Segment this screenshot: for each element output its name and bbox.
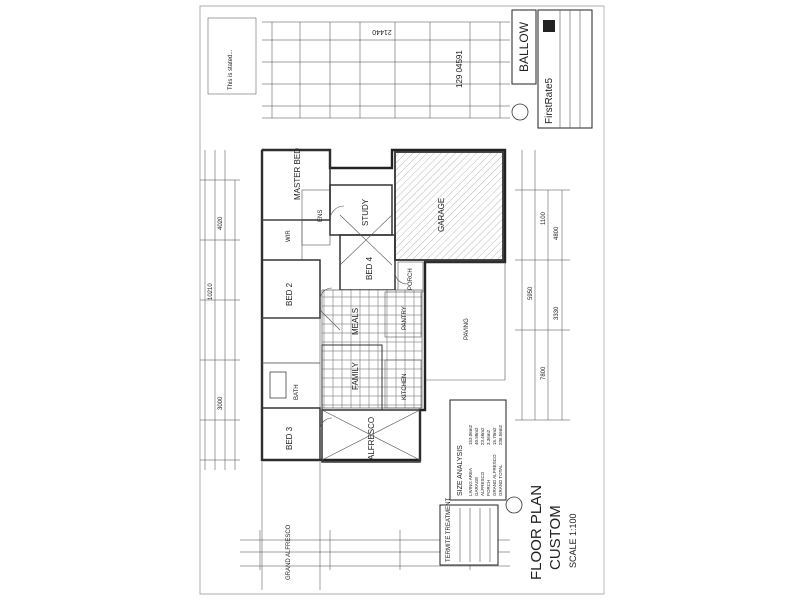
overall-width-label: 21440	[372, 28, 392, 35]
right-dimension-rail: 5950 7800 4800 3330 1100	[515, 150, 570, 421]
size-analysis-label: LIVING AREA	[468, 468, 473, 496]
side-e-label: 4800	[554, 226, 560, 240]
plan-title-block: FLOOR PLAN CUSTOM SCALE 1:100	[505, 103, 578, 580]
section-marker-icon	[511, 103, 529, 121]
door-swing-icon	[329, 205, 345, 221]
size-analysis-label: GRAND ALFRESCO	[492, 454, 497, 496]
side-b-label: 3000	[218, 396, 224, 410]
side-g-label: 1100	[541, 211, 547, 225]
size-analysis-label: GARAGE	[474, 477, 479, 496]
side-c-label: 5950	[528, 286, 534, 300]
room-pantry: PANTRY	[402, 306, 408, 330]
size-analysis-heading: SIZE ANALYSIS	[457, 445, 464, 496]
room-ens: ENS	[318, 210, 324, 222]
side-d-label: 7800	[541, 366, 547, 380]
floor-plan: MASTER BED ENS WIR STUDY GARAGE BED 4 PO…	[260, 148, 507, 590]
north-point-icon	[505, 496, 523, 514]
room-bed3: BED 3	[285, 426, 294, 450]
size-analysis-label: PORCH	[486, 480, 491, 496]
room-alfresco: ALFRESCO	[367, 417, 376, 460]
door-swing-icon	[319, 417, 333, 431]
room-bath: BATH	[294, 384, 300, 400]
size-analysis-value: 153.06m2	[468, 424, 473, 445]
plan-scale: SCALE 1:100	[568, 513, 578, 568]
revision-ref-text: 129 04591	[455, 50, 464, 88]
room-study: STUDY	[361, 198, 370, 226]
plan-title-line1: FLOOR PLAN	[528, 485, 545, 580]
room-bed4: BED 4	[365, 256, 374, 280]
size-analysis-value: 40.98m2	[474, 427, 479, 445]
size-analysis-label: ALFRESCO	[480, 471, 485, 496]
room-garage: GARAGE	[437, 198, 446, 232]
firstrate-logo-icon	[543, 20, 555, 32]
room-meals: MEALS	[351, 308, 360, 335]
room-master-bed: MASTER BED	[293, 148, 302, 200]
room-wir: WIR	[286, 230, 292, 242]
firstrate-block: FirstRate5	[537, 9, 593, 129]
plan-title-line2: CUSTOM	[547, 505, 564, 570]
overall-length-label: 10210	[208, 283, 214, 300]
margin-note-text: This is stated...	[228, 49, 234, 90]
door-swing-icon	[319, 287, 333, 301]
room-bed2: BED 2	[285, 282, 294, 306]
firstrate-brand: FirstRate5	[544, 77, 555, 124]
room-grand-alfresco: GRAND ALFRESCO	[286, 524, 292, 580]
size-analysis-label: GRAND TOTAL	[498, 464, 503, 496]
size-analysis-value: 23.46m2	[480, 427, 485, 445]
room-driveway: PAVING	[464, 318, 470, 340]
left-dimension-rail: 10210 4020 3000	[200, 150, 240, 470]
size-analysis-value: 3.36m2	[486, 429, 491, 445]
room-porch: PORCH	[408, 268, 414, 290]
room-family: FAMILY	[351, 361, 360, 390]
size-analysis-value: 236.56m2	[498, 424, 503, 445]
door-swing-icon	[394, 271, 408, 285]
bath-tub-icon	[269, 371, 287, 399]
dimension-schedule: 21440 129 04591	[262, 21, 510, 119]
termite-box: TERMITE TREATMENT	[439, 498, 499, 566]
side-f-label: 3330	[554, 306, 560, 320]
side-a-label: 4020	[218, 216, 224, 230]
termite-heading: TERMITE TREATMENT	[446, 498, 452, 562]
drawing-name-box: BALLOW	[511, 9, 537, 85]
size-analysis-value: 15.70m2	[492, 427, 497, 445]
margin-note-box: This is stated...	[207, 17, 257, 95]
room-kitchen: KITCHEN	[402, 374, 408, 400]
drawing-name: BALLOW	[517, 21, 531, 72]
